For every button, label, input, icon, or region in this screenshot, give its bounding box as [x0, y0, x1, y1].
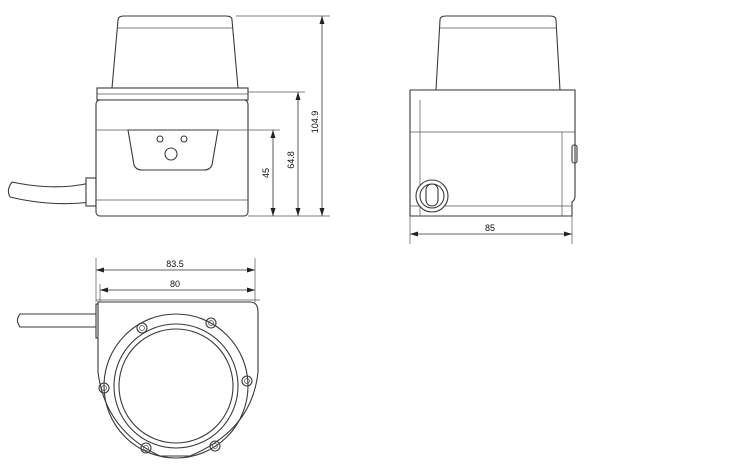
top-cable [16, 313, 100, 328]
front-view: 104.9 64.8 45 [7, 15, 330, 217]
dim-label-80: 80 [170, 279, 180, 289]
dim-width-outer: 83.5 [96, 259, 255, 273]
dim-label-64-8: 64.8 [286, 151, 296, 169]
dim-label-45: 45 [261, 168, 271, 178]
top-view: 83.5 80 [16, 258, 260, 459]
dim-height-total: 104.9 [310, 16, 325, 216]
dim-height-lower: 45 [261, 130, 276, 216]
dim-height-body: 64.8 [286, 92, 301, 216]
front-lens-cap [111, 15, 239, 89]
dim-width-inner: 80 [100, 279, 255, 293]
side-view: 85 [409, 15, 578, 244]
dim-label-85: 85 [485, 223, 495, 233]
front-led-right [180, 135, 188, 143]
front-face-plate [127, 129, 219, 171]
top-lens [118, 328, 234, 444]
side-cable-gland [415, 179, 449, 213]
front-led-left [156, 135, 164, 143]
front-cable [11, 181, 91, 188]
front-body [95, 99, 249, 217]
front-indicator [164, 147, 178, 161]
side-body [409, 89, 576, 217]
mounting-screws [98, 317, 253, 454]
dim-label-83-5: 83.5 [166, 259, 184, 269]
dim-label-104-9: 104.9 [310, 111, 320, 134]
dim-depth: 85 [410, 223, 572, 237]
front-cable-gland [85, 177, 97, 207]
side-lens-cap [435, 15, 561, 91]
side-connector [571, 144, 578, 164]
